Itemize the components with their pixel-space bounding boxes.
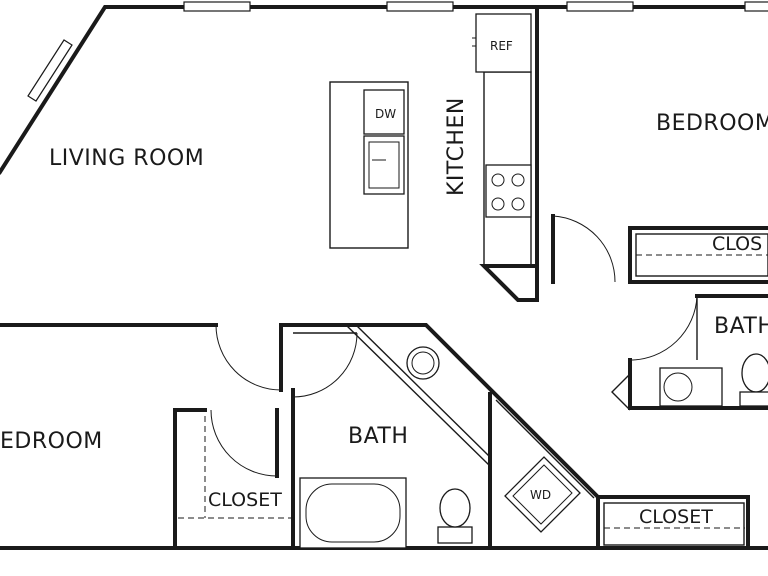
window-diagonal <box>27 39 73 102</box>
refrigerator <box>475 13 532 73</box>
appliance-label-dishwasher: DW <box>375 107 396 121</box>
toilet-bowl <box>439 488 471 528</box>
room-label-bedroom-right: BEDROOM <box>656 111 768 136</box>
appliance-label-washer-dryer: WD <box>530 488 551 502</box>
room-label-closet-left: CLOSET <box>208 489 282 511</box>
sink <box>363 135 405 195</box>
room-label-living-room: LIVING ROOM <box>49 146 204 171</box>
door-swing <box>215 324 282 391</box>
window-top-1 <box>183 1 251 12</box>
washer-dryer <box>504 456 581 533</box>
windows <box>27 1 768 102</box>
window-top-4 <box>744 1 768 12</box>
room-label-bedroom-left: EDROOM <box>0 429 103 454</box>
exterior-walls <box>0 5 768 550</box>
kitchen-counter <box>472 13 532 267</box>
dishwasher <box>363 89 405 135</box>
bath-center-fixtures <box>299 324 491 549</box>
dashed-lines <box>178 254 768 529</box>
stove <box>485 164 532 218</box>
room-label-closet-right-upper: CLOS <box>712 233 762 255</box>
bath-right-fixtures <box>659 353 768 407</box>
toilet-tank <box>437 526 473 544</box>
kitchen-island <box>329 81 409 249</box>
room-label-bath-right: BATH <box>714 314 768 339</box>
vanity <box>659 367 723 407</box>
doors <box>210 215 698 477</box>
window-top-3 <box>566 1 634 12</box>
laundry <box>495 399 595 533</box>
room-label-kitchen: KITCHEN <box>444 97 469 196</box>
appliance-label-refrigerator: REF <box>490 39 513 53</box>
room-label-bath-center: BATH <box>348 424 408 449</box>
interior-walls <box>0 5 768 550</box>
closet-outlines <box>603 233 768 546</box>
toilet-bowl-right <box>741 353 768 393</box>
window-top-2 <box>386 1 454 12</box>
toilet-tank-right <box>739 391 768 407</box>
labels: LIVING ROOM EDROOM BEDROOM BATH BATH KIT… <box>0 39 768 528</box>
bathtub <box>299 477 407 549</box>
room-label-closet-right-lower: CLOSET <box>639 506 713 528</box>
